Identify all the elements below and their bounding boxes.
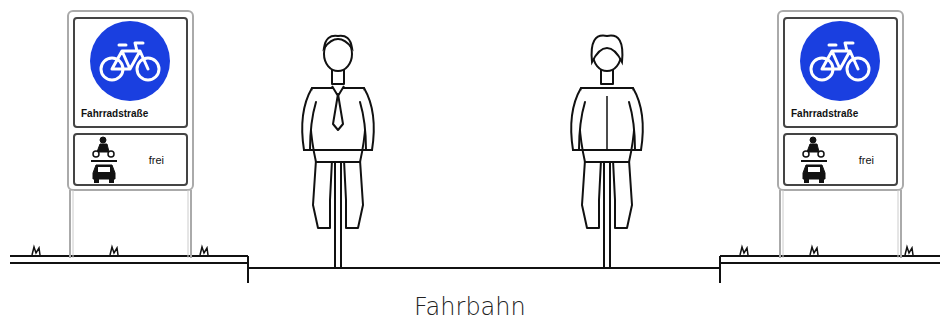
supplementary-panel: frei	[783, 133, 898, 186]
road-label: Fahrbahn	[414, 293, 526, 321]
sign-right	[778, 11, 903, 258]
ground	[10, 247, 940, 283]
sign-text: Fahrradstraße	[791, 108, 858, 119]
supplementary-panel: frei	[73, 133, 188, 186]
sign-left	[68, 11, 193, 258]
sign-text: frei	[859, 154, 874, 166]
sign-text: frei	[149, 154, 164, 166]
sign-panel: Fahrradstraße	[73, 17, 188, 128]
sign-text: Fahrradstraße	[81, 108, 148, 119]
sign-panel: Fahrradstraße	[783, 17, 898, 128]
cyclist-right	[571, 36, 643, 268]
cyclist-left	[302, 36, 374, 268]
